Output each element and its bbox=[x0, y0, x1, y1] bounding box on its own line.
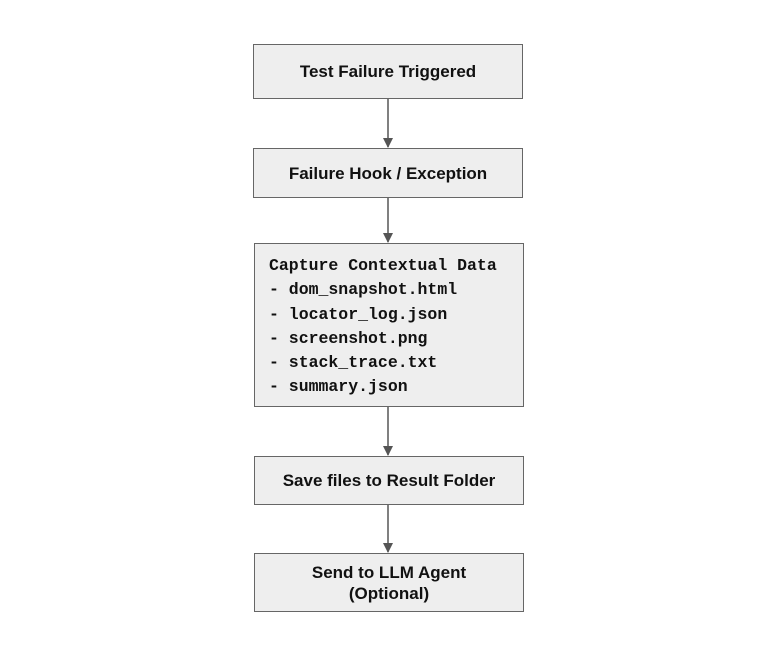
node-title: Capture Contextual Data bbox=[269, 256, 497, 275]
node-label: Test Failure Triggered bbox=[299, 62, 477, 81]
node-save-files: Save files to Result Folder bbox=[254, 456, 524, 505]
node-capture-contextual-data: Capture Contextual Data - dom_snapshot.h… bbox=[254, 243, 524, 407]
node-label-line-2: (Optional) bbox=[348, 583, 430, 603]
node-send-to-llm-agent: Send to LLM Agent (Optional) bbox=[254, 553, 524, 612]
node-test-failure-triggered: Test Failure Triggered bbox=[253, 44, 523, 99]
file-item-stack-trace: - stack_trace.txt bbox=[269, 353, 438, 373]
node-label: Failure Hook / Exception bbox=[288, 163, 488, 183]
node-label: Save files to Result Folder bbox=[282, 471, 496, 490]
node-failure-hook: Failure Hook / Exception bbox=[253, 148, 523, 198]
file-item-locator-log: - locator_log.json bbox=[269, 304, 448, 324]
file-item-summary: - summary.json bbox=[269, 377, 408, 397]
node-label-line-1: Send to LLM Agent bbox=[311, 562, 467, 582]
file-item-screenshot: - screenshot.png bbox=[269, 328, 428, 348]
file-item-dom-snapshot: - dom_snapshot.html bbox=[269, 280, 458, 300]
